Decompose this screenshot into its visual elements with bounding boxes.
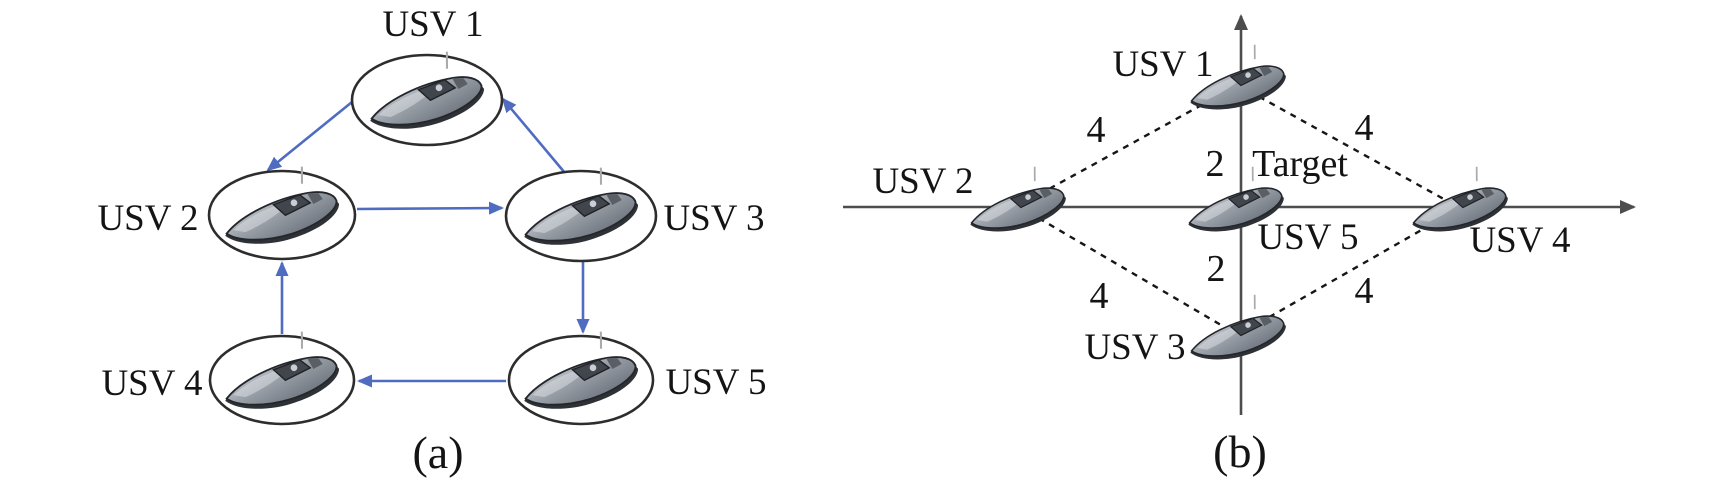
node-usv1: USV 1 [350, 4, 504, 147]
usv5-label-b: USV 5 [1257, 217, 1358, 258]
dist-usv3-usv4: 4 [1355, 270, 1374, 312]
panel-a: USV 1 USV 2 USV 3 USV 4 [97, 4, 766, 478]
usv1-label: USV 1 [382, 4, 483, 45]
dist-usv2-usv1: 4 [1087, 109, 1106, 151]
node-usv3: USV 3 [504, 160, 765, 263]
panel-a-caption: (a) [412, 427, 463, 478]
edge-usv2-to-usv3 [356, 201, 504, 215]
panel-b: USV 1 USV 2 USV 3 USV 4 USV 5 Target 4 4… [843, 14, 1636, 477]
target-label: Target [1252, 143, 1348, 185]
dist-usv5-usv1: 2 [1206, 143, 1225, 185]
node-usv5: USV 5 [507, 324, 767, 426]
usv4-label-b: USV 4 [1469, 220, 1570, 261]
usv2-label: USV 2 [97, 198, 198, 239]
usv3-boat-icon-b [1180, 288, 1292, 369]
usv4-label: USV 4 [101, 363, 202, 404]
edge-usv1-to-usv2 [266, 100, 353, 172]
distance-labels: 4 4 4 4 2 2 [1087, 107, 1374, 317]
formation-labels: USV 1 USV 2 USV 3 USV 4 USV 5 Target [872, 44, 1570, 368]
dist-usv1-usv4: 4 [1355, 107, 1374, 149]
usv5-label: USV 5 [665, 362, 766, 403]
usv3-label-b: USV 3 [1084, 327, 1185, 368]
dist-usv5-usv3: 2 [1207, 248, 1226, 290]
formation-boats [960, 38, 1514, 369]
node-usv4: USV 4 [101, 324, 356, 426]
usv1-label-b: USV 1 [1112, 44, 1213, 85]
node-usv2: USV 2 [97, 159, 357, 261]
usv2-label-b: USV 2 [872, 161, 973, 202]
topology-edges [266, 97, 590, 388]
dist-usv2-usv3: 4 [1090, 275, 1109, 317]
usv3-label: USV 3 [663, 198, 764, 239]
panel-b-caption: (b) [1213, 426, 1267, 477]
edge-usv3-to-usv1 [501, 97, 566, 174]
